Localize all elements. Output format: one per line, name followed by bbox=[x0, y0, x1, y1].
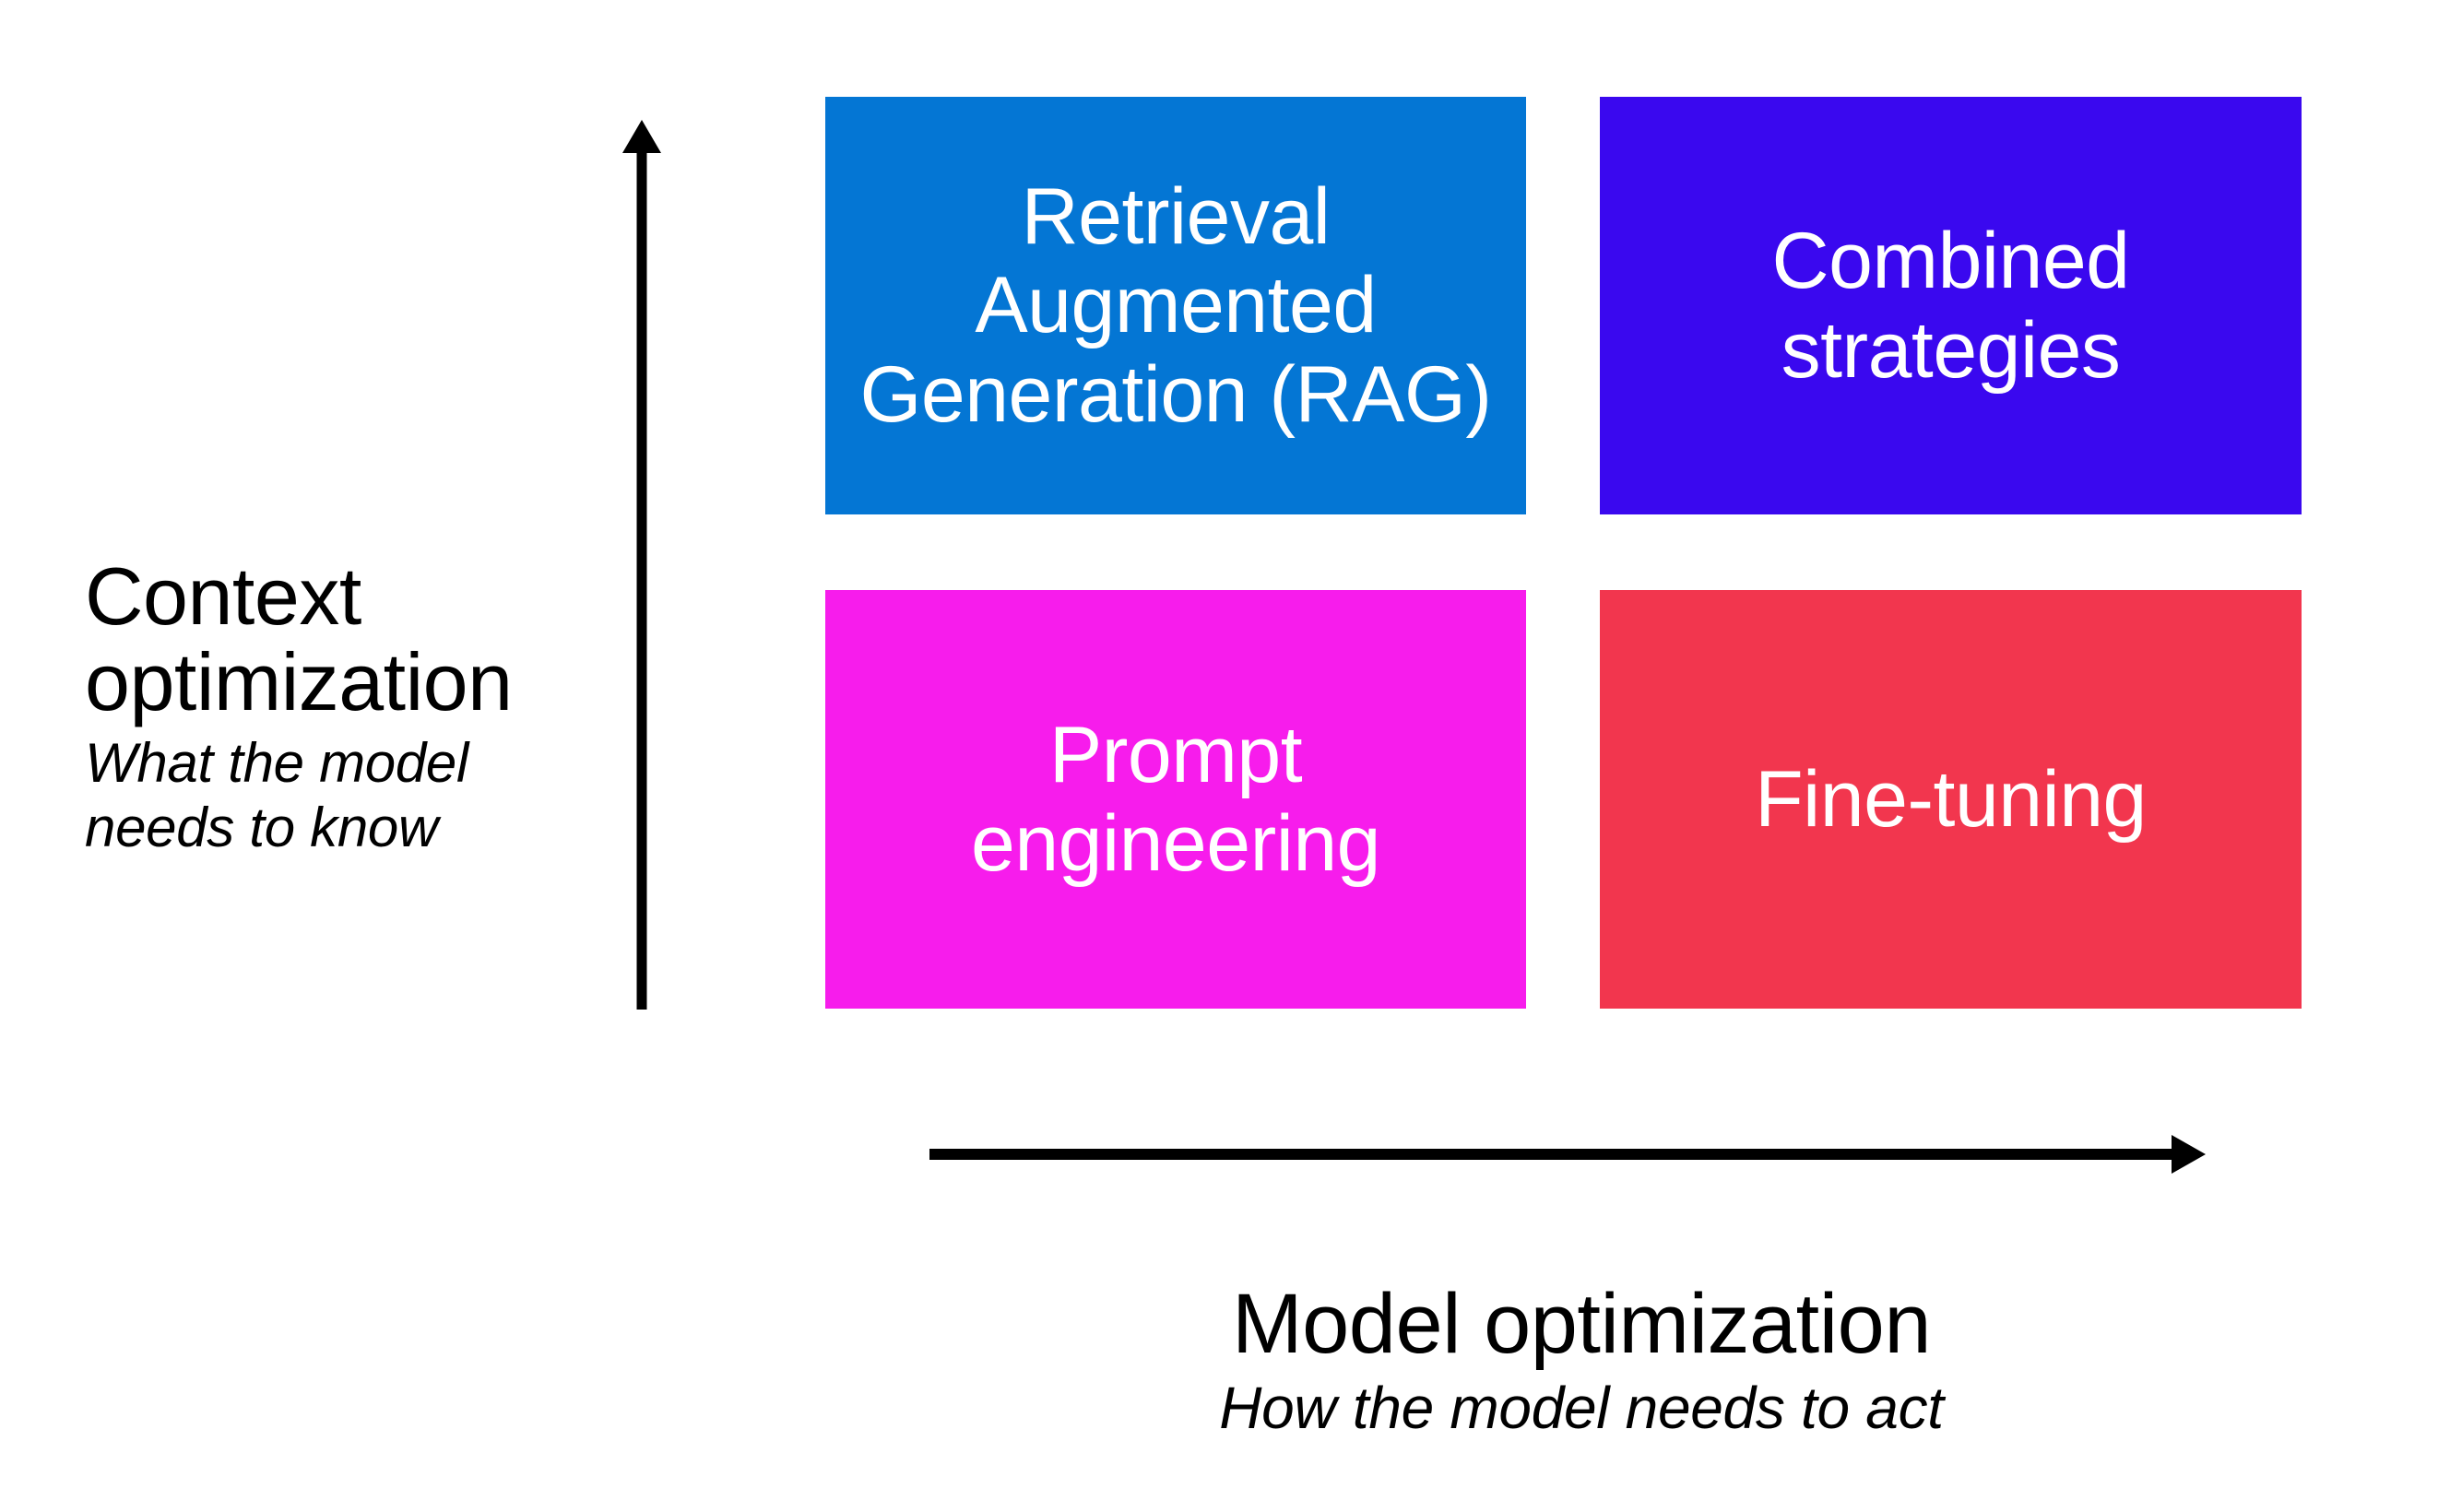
quadrant-fine-tuning[interactable]: Fine-tuning bbox=[1600, 590, 2302, 1009]
quadrant-label-prompt: Prompt engineering bbox=[971, 710, 1380, 888]
right-arrow-icon bbox=[929, 1135, 2206, 1174]
y-axis-label-group: Context optimization What the model need… bbox=[85, 553, 564, 861]
x-axis-arrow bbox=[922, 1117, 2213, 1195]
quadrant-prompt-engineering[interactable]: Prompt engineering bbox=[825, 590, 1526, 1009]
quadrant-label-rag: Retrieval Augmented Generation (RAG) bbox=[859, 172, 1492, 439]
y-axis-arrow bbox=[609, 120, 675, 1010]
y-axis-subtitle: What the model needs to know bbox=[85, 731, 469, 859]
x-axis-subtitle: How the model needs to act bbox=[1219, 1374, 1944, 1441]
x-axis-label-group: Model optimization How the model needs t… bbox=[973, 1277, 2190, 1443]
quadrant-combined-strategies[interactable]: Combined strategies bbox=[1600, 97, 2302, 514]
x-axis-title: Model optimization bbox=[1231, 1277, 1932, 1371]
up-arrow-icon bbox=[622, 120, 661, 1010]
quadrant-label-combined: Combined strategies bbox=[1771, 217, 2131, 395]
quadrant-label-finetune: Fine-tuning bbox=[1755, 754, 2147, 844]
quadrant-retrieval-augmented-generation[interactable]: Retrieval Augmented Generation (RAG) bbox=[825, 97, 1526, 514]
y-axis-title: Context optimization bbox=[85, 550, 513, 728]
